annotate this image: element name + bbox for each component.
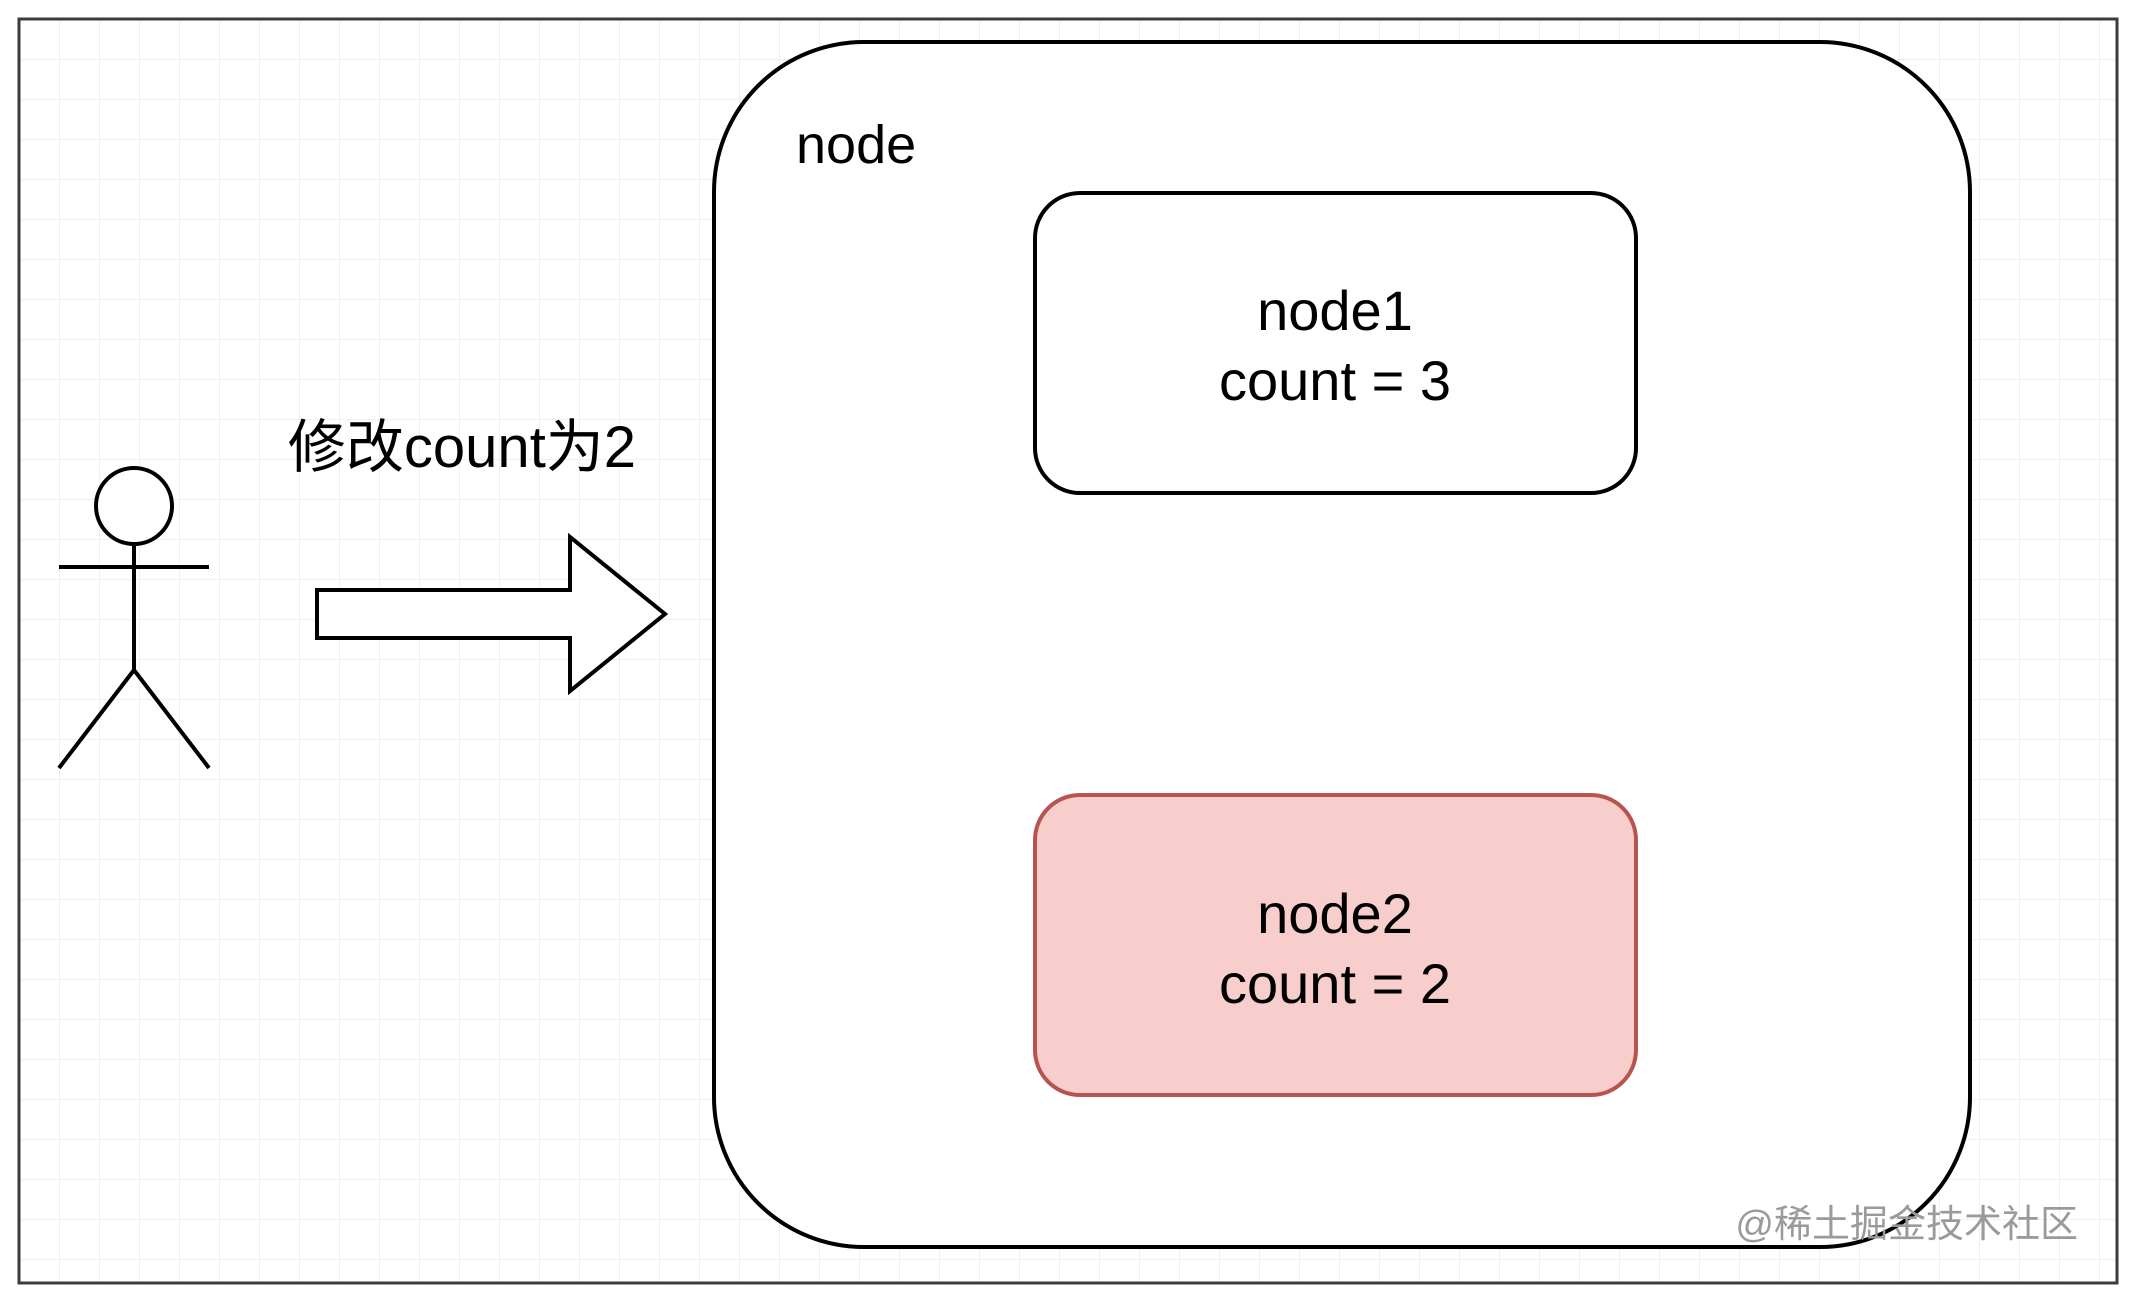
node2-name: node2	[1257, 882, 1413, 945]
actor-left-leg	[57, 668, 136, 770]
node2-rect	[1033, 793, 1638, 1097]
node2-box[interactable]: node2 count = 2	[1033, 793, 1638, 1097]
node1-count: count = 3	[1219, 349, 1451, 412]
watermark-text: @稀土掘金技术社区	[1735, 1204, 2078, 1246]
stick-figure-icon[interactable]	[57, 466, 211, 770]
node1-box[interactable]: node1 count = 3	[1033, 191, 1638, 495]
node-container-box	[712, 40, 1972, 1249]
node1-rect	[1033, 191, 1638, 495]
action-label: 修改count为2	[288, 415, 636, 480]
actor-right-leg	[132, 668, 211, 770]
node2-count: count = 2	[1219, 952, 1451, 1015]
node-container-title: node	[796, 115, 916, 175]
image-frame	[17, 17, 2119, 1285]
arrow-right-icon	[315, 532, 669, 696]
node1-name: node1	[1257, 279, 1413, 342]
node-container[interactable]: node	[712, 40, 1972, 1249]
actor-head	[94, 466, 174, 546]
